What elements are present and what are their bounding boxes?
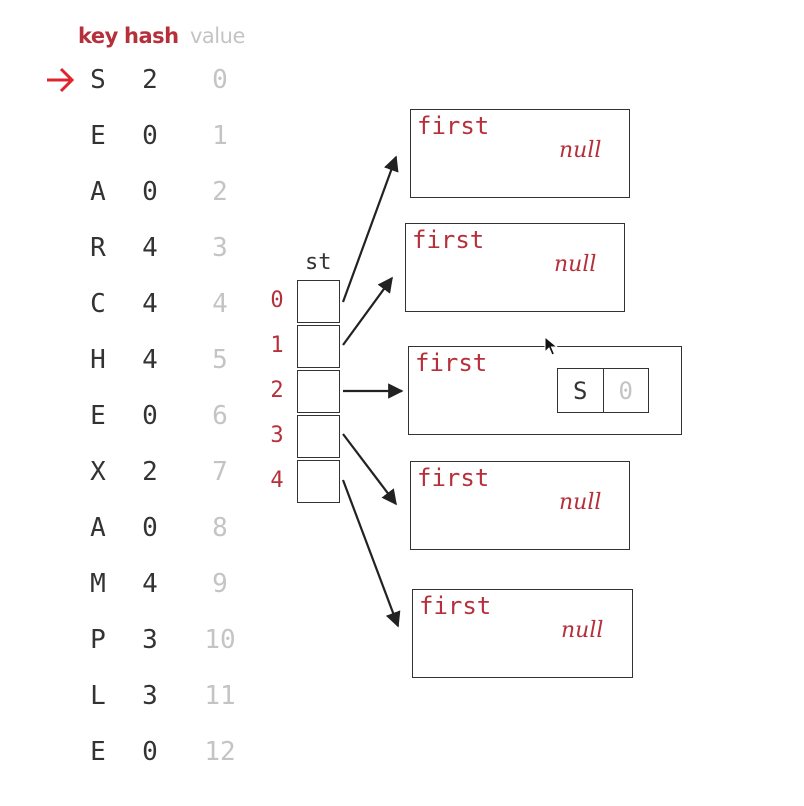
row-value: 5 (212, 345, 228, 375)
list-0-box: first null (410, 109, 630, 198)
row-value: 8 (212, 513, 228, 543)
list-2-first-label: first (415, 349, 488, 377)
slot-3-link (342, 433, 397, 506)
list-4-first-label: first (419, 592, 492, 620)
row-hash: 4 (142, 569, 158, 599)
node-value: 0 (618, 376, 633, 405)
list-1-null-label: null (554, 252, 597, 277)
list-4-null-label: null (561, 618, 604, 643)
row-key: X (90, 457, 106, 487)
row-value: 2 (212, 177, 228, 207)
row-value: 9 (212, 569, 228, 599)
slot-1-link (342, 276, 393, 346)
st-index: 0 (270, 288, 284, 313)
row-value: 3 (212, 233, 228, 263)
row-key: M (90, 569, 106, 599)
row-hash: 2 (142, 457, 158, 487)
mouse-cursor-icon (544, 336, 559, 356)
row-hash: 3 (142, 681, 158, 711)
list-3-null-label: null (559, 490, 602, 515)
row-value: 10 (204, 625, 236, 655)
header-value: value (190, 24, 245, 48)
st-slot (297, 460, 340, 503)
row-value: 11 (204, 681, 236, 711)
row-key: P (90, 625, 106, 655)
current-key-arrow-icon (47, 67, 75, 93)
list-3-first-label: first (417, 464, 490, 492)
st-index: 4 (270, 468, 284, 493)
row-hash: 0 (142, 513, 158, 543)
header-key: key (78, 24, 118, 48)
st-slot (297, 415, 340, 458)
row-value: 7 (212, 457, 228, 487)
st-index: 2 (270, 378, 284, 403)
st-index: 3 (270, 423, 284, 448)
row-hash: 0 (142, 177, 158, 207)
row-key: S (90, 65, 106, 95)
row-hash: 4 (142, 289, 158, 319)
st-index: 1 (270, 333, 284, 358)
st-label: st (305, 250, 332, 275)
row-key: A (90, 513, 106, 543)
row-key: A (90, 177, 106, 207)
row-key: E (90, 121, 106, 151)
row-key: L (90, 681, 106, 711)
row-value: 6 (212, 401, 228, 431)
row-value: 4 (212, 289, 228, 319)
st-slot (297, 280, 340, 323)
row-key: C (90, 289, 106, 319)
row-hash: 0 (142, 401, 158, 431)
list-0-first-label: first (417, 112, 490, 140)
row-hash: 2 (142, 65, 158, 95)
row-key: H (90, 345, 106, 375)
list-1-first-label: first (412, 226, 485, 254)
list-node: S 0 (557, 368, 649, 413)
slot-4-link (341, 479, 401, 628)
row-hash: 0 (142, 737, 158, 767)
row-value: 0 (212, 65, 228, 95)
slot-0-link (341, 155, 399, 303)
row-value: 1 (212, 121, 228, 151)
row-hash: 3 (142, 625, 158, 655)
st-slot (297, 325, 340, 368)
row-hash: 0 (142, 121, 158, 151)
header-hash: hash (124, 24, 179, 48)
row-key: R (90, 233, 106, 263)
list-3-box: first null (410, 461, 630, 550)
row-key: E (90, 401, 106, 431)
node-key: S (558, 369, 604, 412)
list-1-box: first null (405, 223, 625, 312)
list-0-null-label: null (559, 138, 602, 163)
row-key: E (90, 737, 106, 767)
row-hash: 4 (142, 233, 158, 263)
row-value: 12 (204, 737, 236, 767)
list-4-box: first null (412, 589, 633, 678)
row-hash: 4 (142, 345, 158, 375)
st-slot (297, 370, 340, 413)
